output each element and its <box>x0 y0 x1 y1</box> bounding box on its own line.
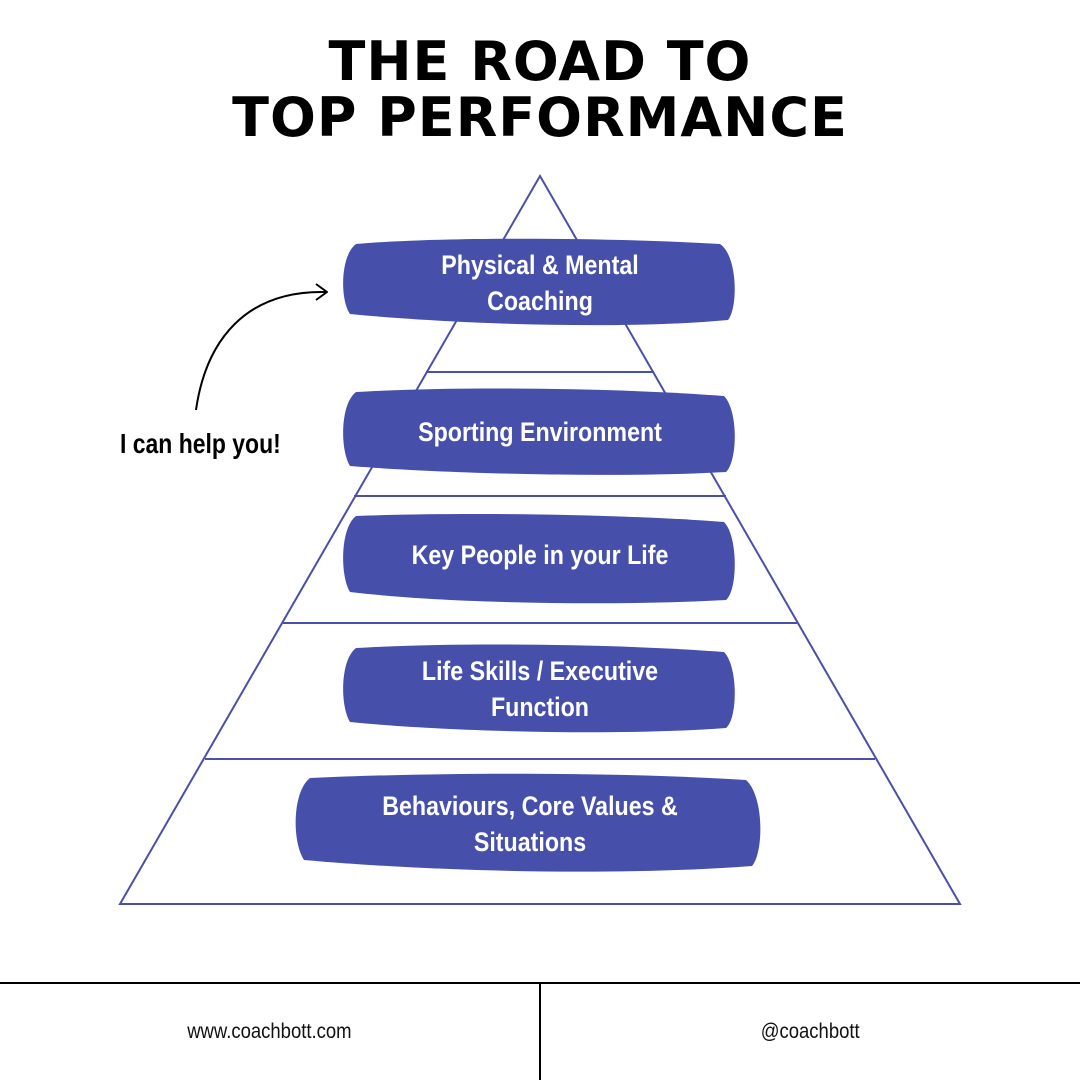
social-handle[interactable]: @coachbott <box>761 1020 860 1043</box>
level-band-5 <box>295 773 761 872</box>
website-link[interactable]: www.coachbott.com <box>187 1020 352 1043</box>
level-band-2 <box>343 388 735 475</box>
footer-handle-cell: @coachbott <box>541 984 1080 1080</box>
footer-divider <box>539 984 541 1080</box>
title-line-2: TOP PERFORMANCE <box>232 86 848 149</box>
level-label-1: Physical & Mental Coaching <box>441 250 639 316</box>
level-band-3 <box>343 514 735 604</box>
title-line-1: THE ROAD TO <box>328 30 752 93</box>
footer-website-cell: www.coachbott.com <box>0 984 539 1080</box>
footer: www.coachbott.com @coachbott <box>0 982 1080 1080</box>
callout-text: I can help you! <box>120 428 281 459</box>
page-title: THE ROAD TO TOP PERFORMANCE <box>0 34 1080 146</box>
pyramid-outline <box>118 173 962 905</box>
level-band-1 <box>343 238 735 326</box>
level-label-5: Behaviours, Core Values & Situations <box>382 791 678 857</box>
curved-arrow-icon <box>195 283 328 411</box>
level-band-4 <box>343 644 735 733</box>
level-label-2: Sporting Environment <box>418 417 662 447</box>
level-label-3: Key People in your Life <box>411 540 669 570</box>
level-label-4: Life Skills / Executive Function <box>421 656 659 722</box>
